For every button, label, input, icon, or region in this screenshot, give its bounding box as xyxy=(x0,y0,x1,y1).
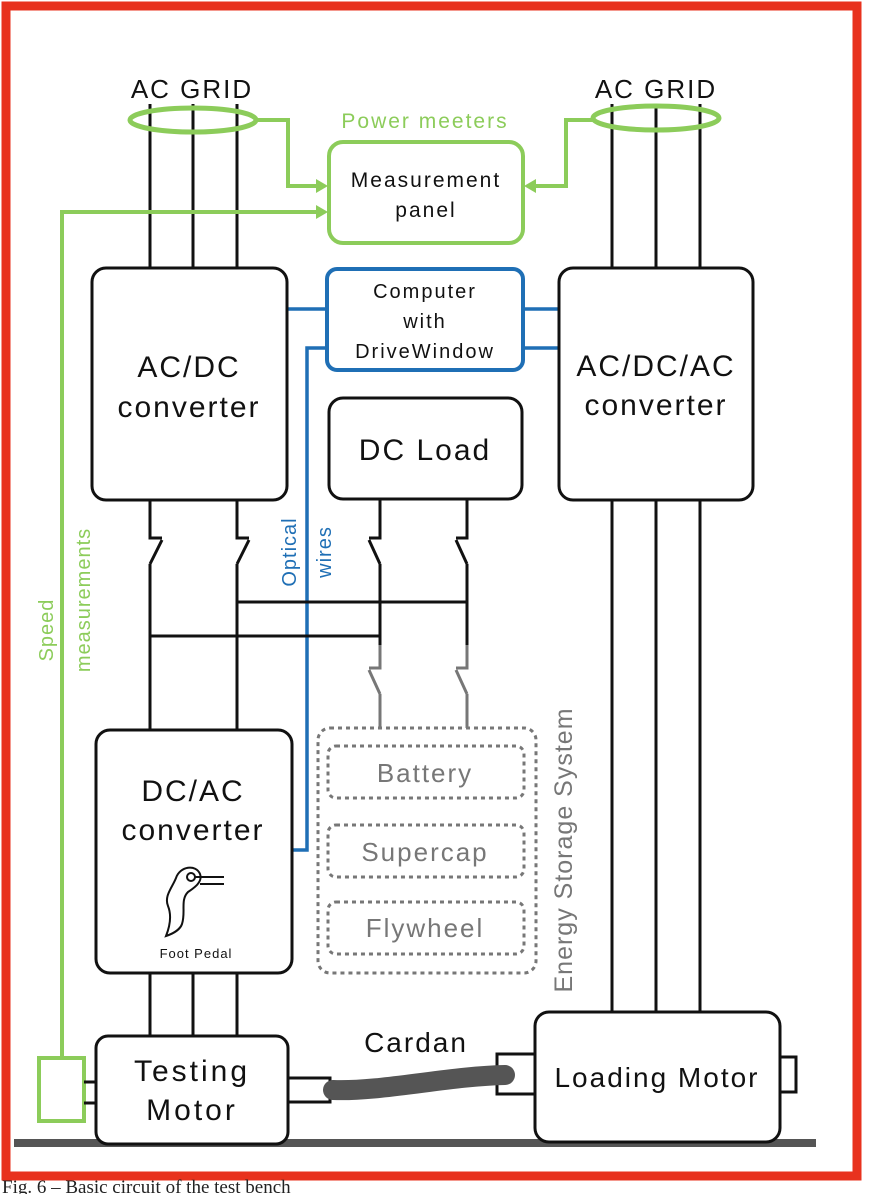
speed-label: Speed xyxy=(36,599,58,662)
measurement-wiring: Power meeters Measurement panel Speed me… xyxy=(36,110,593,1123)
optical-wire xyxy=(292,346,327,852)
speed-sensor xyxy=(37,1056,86,1123)
communication-wiring: Computer with DriveWindow Optical wires xyxy=(279,267,559,852)
cardan-shaft xyxy=(323,1065,515,1101)
arrow-head xyxy=(316,205,328,219)
bus-wire xyxy=(456,500,469,540)
acdc-converter-label: AC/DC xyxy=(137,351,240,384)
switch xyxy=(148,539,164,565)
ac-grid-right: AC GRID xyxy=(590,74,722,268)
motors: Testing Motor Cardan Loading Motor xyxy=(14,1010,816,1147)
switch xyxy=(367,539,382,565)
arrow-head xyxy=(316,179,328,193)
loading-motor-tail xyxy=(778,1055,798,1094)
testing-motor-label: Testing xyxy=(134,1055,250,1088)
loading-motor-label: Loading Motor xyxy=(554,1062,759,1093)
dc-load-label: DC Load xyxy=(359,434,491,467)
bus-wire xyxy=(148,500,162,540)
dcac-converter: DC/AC converter Foot Pedal xyxy=(94,728,294,1036)
storage-wire xyxy=(456,645,469,670)
flywheel-box xyxy=(326,900,526,956)
acdcac-converter-box xyxy=(557,266,755,502)
pedal-body xyxy=(164,866,202,938)
computer-label: with xyxy=(402,311,447,333)
acdcac-converter-label: converter xyxy=(584,389,727,422)
computer-box xyxy=(325,267,525,372)
acdcac-converter: AC/DC/AC converter xyxy=(557,266,755,1012)
foot-pedal-icon xyxy=(164,866,224,938)
bus-wire xyxy=(235,500,249,540)
energy-storage-system: Battery Supercap Flywheel Energy Storage… xyxy=(316,707,578,993)
flywheel-label: Flywheel xyxy=(366,913,485,943)
ac-grid-left: AC GRID xyxy=(127,74,259,268)
dc-load: DC Load xyxy=(327,396,524,501)
measurement-panel-box xyxy=(327,140,525,245)
bus-wire xyxy=(369,500,382,540)
measurement-panel-label: Measurement xyxy=(351,169,501,192)
acdcac-converter-label: AC/DC/AC xyxy=(576,350,735,383)
ac-grid-left-label: AC GRID xyxy=(131,74,253,104)
acdc-converter-box xyxy=(90,266,289,502)
testing-motor-box xyxy=(94,1034,290,1146)
meter-signal-left xyxy=(256,118,318,188)
supercap-label: Supercap xyxy=(361,837,488,867)
figure-caption: Fig. 6 – Basic circuit of the test bench xyxy=(2,1178,291,1194)
meter-signal-right xyxy=(536,118,593,188)
switch xyxy=(454,669,469,695)
battery-box xyxy=(326,744,526,800)
dcac-converter-label: converter xyxy=(121,814,264,847)
speed-label: measurements xyxy=(73,528,95,672)
computer-label: DriveWindow xyxy=(355,341,495,363)
switch xyxy=(367,669,382,695)
dcac-converter-box xyxy=(94,728,294,975)
measurement-panel-label: panel xyxy=(395,199,456,222)
storage-switches xyxy=(367,645,469,728)
switch xyxy=(235,539,251,565)
acdc-converter-label: converter xyxy=(117,391,260,424)
ac-grid-right-label: AC GRID xyxy=(595,74,717,104)
cardan-label: Cardan xyxy=(364,1027,468,1058)
testing-motor-label: Motor xyxy=(146,1094,238,1127)
speed-measurement-wire xyxy=(60,210,318,1058)
arrow-head xyxy=(524,179,536,193)
figure-frame xyxy=(1,1,862,1181)
storage-wire xyxy=(369,645,382,670)
dc-load-box xyxy=(327,396,524,501)
switch xyxy=(454,539,469,565)
battery-label: Battery xyxy=(377,758,473,788)
foot-pedal-label: Foot Pedal xyxy=(160,946,233,961)
supercap-box xyxy=(326,823,526,879)
optical-wires-label: wires xyxy=(314,526,336,579)
energy-storage-box xyxy=(316,726,538,975)
power-meters-label: Power meeters xyxy=(341,110,508,133)
dc-bus xyxy=(148,500,469,730)
dcac-converter-label: DC/AC xyxy=(141,775,244,808)
acdc-converter: AC/DC converter xyxy=(90,266,289,502)
computer-label: Computer xyxy=(373,281,477,303)
energy-storage-label: Energy Storage System xyxy=(550,707,578,992)
optical-wires-label: Optical xyxy=(279,517,301,586)
